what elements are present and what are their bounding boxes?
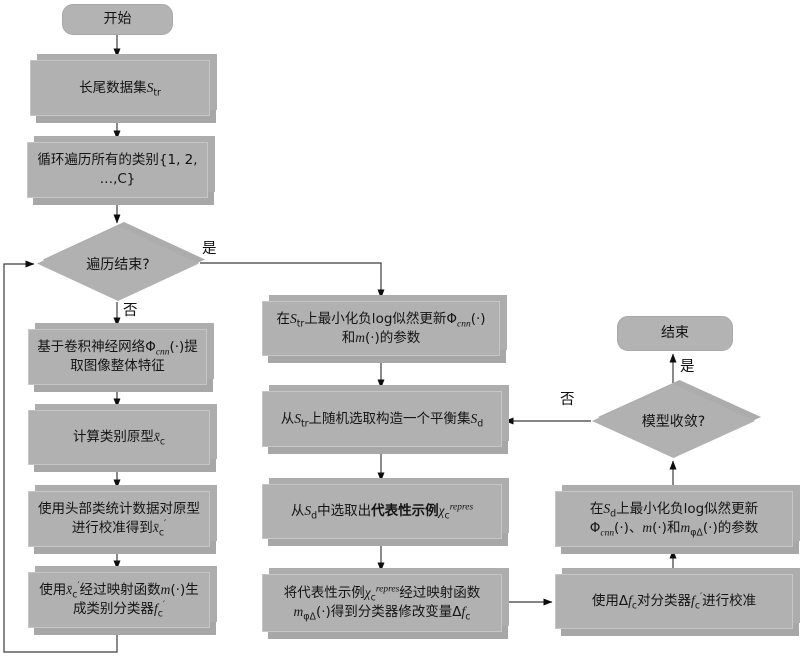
node-generate-classifier-label: 使用x̄c′经过映射函数m(·)生成类别分类器fc′ (39, 580, 199, 620)
edge-generate-classifier-loop-back (3, 260, 118, 653)
node-minimize-str-label: 在Str上最小化负log似然更新Φcnn(·)和m(·)的参数 (276, 310, 486, 346)
node-minimize-sd: 在Sd上最小化负log似然更新 Φcnn(·)、m(·)和mφΔ(·)的参数 (555, 491, 793, 547)
node-mapping-delta-label: 将代表性示例χcrepres经过映射函数mφΔ(·)得到分类器修改变量Δfc (283, 584, 481, 623)
node-calibrate-prototype-label: 使用头部类统计数据对原型进行校准得到x̄c′ (38, 501, 200, 539)
node-start-label: 开始 (103, 10, 132, 27)
node-traversal-done-label: 遍历结束? (86, 256, 150, 273)
node-cnn-extract: 基于卷积神经网络Φcnn(·)提取图像整体特征 (28, 329, 207, 385)
edge-label-no-traversal: 否 (123, 303, 138, 319)
node-minimize-str: 在Str上最小化负log似然更新Φcnn(·)和m(·)的参数 (262, 301, 500, 356)
node-balanced-set: 从Str上随机选取构造一个平衡集Sd (262, 391, 502, 447)
node-cnn-extract-label: 基于卷积神经网络Φcnn(·)提取图像整体特征 (37, 339, 198, 374)
node-compute-prototype: 计算类别原型x̄c (28, 410, 210, 465)
node-minimize-sd-label: 在Sd上最小化负log似然更新 Φcnn(·)、m(·)和mφΔ(·)的参数 (589, 501, 759, 539)
node-traversal-done-decision: 遍历结束? (37, 222, 205, 301)
node-loop-classes: 循环遍历所有的类别{1, 2, …,C} (27, 142, 208, 198)
node-model-converged-decision: 模型收敛? (592, 380, 761, 458)
node-longtail-dataset: 长尾数据集Str (30, 60, 210, 116)
edge-label-yes-traversal: 是 (202, 241, 217, 257)
node-model-converged-label: 模型收敛? (641, 414, 706, 430)
node-start: 开始 (62, 4, 173, 35)
node-end: 结束 (617, 316, 733, 351)
node-calibrate-prototype: 使用头部类统计数据对原型进行校准得到x̄c′ (28, 491, 210, 547)
node-compute-prototype-label: 计算类别原型x̄c (72, 429, 166, 448)
edge-label-yes-converged: 是 (680, 359, 695, 375)
node-generate-classifier: 使用x̄c′经过映射函数m(·)生成类别分类器fc′ (28, 572, 210, 628)
node-calibrate-classifier: 使用Δfc对分类器fc′进行校准 (555, 574, 793, 629)
edge-label-no-converged: 否 (560, 392, 575, 408)
node-longtail-dataset-label: 长尾数据集Str (79, 79, 161, 99)
node-mapping-delta: 将代表性示例χcrepres经过映射函数mφΔ(·)得到分类器修改变量Δfc (262, 574, 502, 632)
node-calibrate-classifier-label: 使用Δfc对分类器fc′进行校准 (591, 591, 757, 612)
node-loop-classes-label: 循环遍历所有的类别{1, 2, …,C} (37, 152, 198, 187)
node-balanced-set-label: 从Str上随机选取构造一个平衡集Sd (280, 410, 484, 430)
node-end-label: 结束 (661, 324, 689, 341)
node-select-repres: 从Sd中选取出代表性示例χcrepres (262, 484, 502, 539)
edge-traversal-done-yes (200, 262, 385, 299)
node-select-repres-label: 从Sd中选取出代表性示例χcrepres (290, 502, 474, 522)
